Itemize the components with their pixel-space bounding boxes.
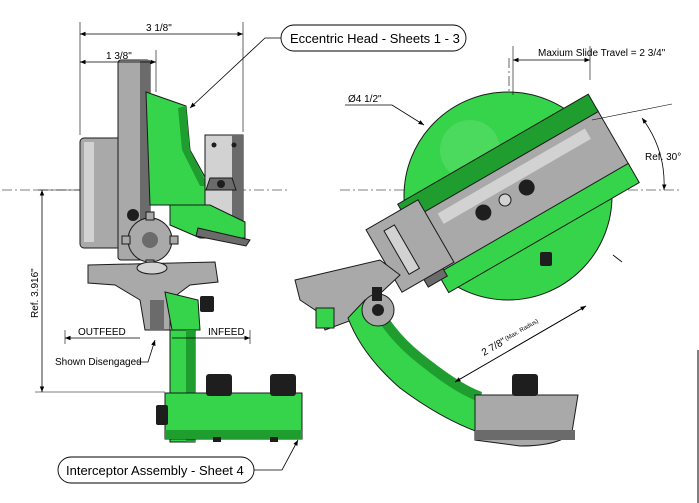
interceptor-column-shade xyxy=(186,330,195,442)
front-lever-pad xyxy=(315,307,335,329)
shown-disengaged-label: Shown Disengaged xyxy=(55,357,142,368)
base-clamp-right xyxy=(270,374,296,396)
dim-ref-height: Ref. 3.916" xyxy=(30,268,41,318)
side-view xyxy=(2,59,303,443)
callout-eccentric-text: Eccentric Head - Sheets 1 - 3 xyxy=(290,31,460,46)
dim-partial-width: 1 3/8" xyxy=(106,51,132,62)
slide-block-shade xyxy=(232,135,243,220)
nut-center xyxy=(217,180,225,188)
callout-interceptor-text: Interceptor Assembly - Sheet 4 xyxy=(66,463,244,478)
screw-1 xyxy=(211,142,217,148)
infeed-label: INFEED xyxy=(208,327,245,338)
flange-highlight xyxy=(84,142,94,242)
callout-eccentric-head: Eccentric Head - Sheets 1 - 3 xyxy=(189,24,467,109)
scale-dial xyxy=(383,224,421,275)
eccentric-head-body xyxy=(145,91,211,206)
side-view-dimensions: 3 1/8" 1 3/8" Ref. 3.916" OUTFEED INFEED… xyxy=(30,22,251,393)
front-view xyxy=(294,58,682,447)
base-side-knob xyxy=(156,405,168,425)
diameter-label: Ø4 1/2" xyxy=(348,94,382,105)
radius-label: 2 7/8" xyxy=(480,336,508,359)
slide-assembly xyxy=(391,93,640,294)
max-slide-travel-label: Maxium Slide Travel = 2 3/4" xyxy=(538,48,666,59)
scale-block xyxy=(365,199,455,293)
dim-overall-width: 3 1/8" xyxy=(146,23,172,34)
front-base-knob xyxy=(512,374,538,396)
gear-screw xyxy=(127,209,139,221)
radius-note: (Max. Radius) xyxy=(504,319,539,343)
base-foot-2 xyxy=(270,437,278,442)
lever-knob xyxy=(136,261,168,275)
slide-bottom-green xyxy=(437,162,640,294)
arm-pivot-cap xyxy=(372,287,382,301)
clamp-bar xyxy=(195,227,251,247)
lever-shade xyxy=(150,300,164,330)
green-lower-block xyxy=(169,204,246,239)
base-foot-1 xyxy=(213,437,221,442)
slide-bolt-1 xyxy=(475,204,492,221)
slide-bolt-2 xyxy=(518,179,535,196)
disc-knob xyxy=(540,252,552,266)
slide-slot xyxy=(437,128,591,224)
arm-pivot-bolt xyxy=(372,304,384,316)
leader-interceptor xyxy=(254,439,299,471)
eccentric-head-shade xyxy=(178,106,208,186)
callout-interceptor: Interceptor Assembly - Sheet 4 xyxy=(57,439,299,484)
base-clamp-left xyxy=(206,374,232,396)
slide-center-pin xyxy=(498,193,512,207)
interceptor-base-shade xyxy=(165,430,302,439)
ref-angle-label: Ref. 30° xyxy=(645,152,681,163)
screw-2 xyxy=(231,142,237,148)
disc-edge-leader xyxy=(612,254,623,263)
front-base-shade xyxy=(475,430,575,440)
eccentric-plate-shadow xyxy=(140,60,150,260)
arm-top xyxy=(164,291,201,331)
arm-bolt xyxy=(200,296,214,312)
leader-eccentric xyxy=(189,37,281,109)
angle-arc xyxy=(641,117,667,191)
outfeed-label: OUTFEED xyxy=(78,327,126,338)
